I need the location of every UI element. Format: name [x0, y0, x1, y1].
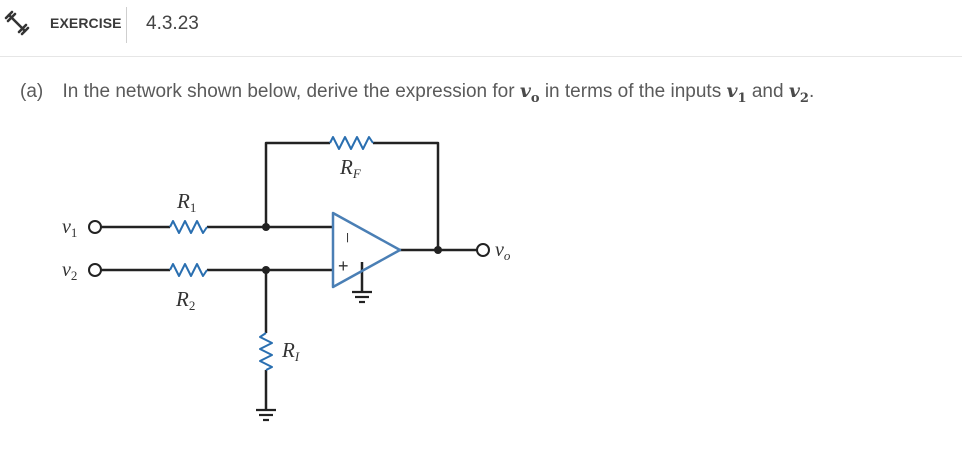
opamp-plus: +	[338, 256, 349, 276]
resistor-rf	[329, 136, 374, 150]
junction-output	[434, 246, 442, 254]
problem-statement: (a) In the network shown below, derive t…	[20, 80, 814, 106]
header-divider	[126, 7, 127, 43]
wire-feedback	[264, 141, 440, 250]
problem-text-1: In the network shown below, derive the e…	[62, 81, 515, 102]
output-variable: vo	[519, 80, 540, 106]
label-r1: R1	[176, 189, 196, 215]
label-vo: vo	[495, 239, 511, 263]
problem-text-2: in terms of the inputs	[544, 81, 722, 102]
resistor-r2	[169, 263, 208, 277]
exercise-label: EXERCISE	[50, 15, 122, 31]
input-variable-2: v2	[788, 80, 809, 106]
ground-ri	[256, 408, 276, 422]
label-ri: RI	[281, 338, 300, 364]
circuit-diagram: − + v1 v2 vo R1 R2 RF RI	[62, 136, 511, 422]
ground-opamp	[352, 290, 372, 304]
exercise-header: EXERCISE 4.3.23	[0, 0, 962, 57]
problem-text-4: .	[808, 81, 815, 102]
resistor-r1	[169, 220, 208, 234]
terminal-vo	[476, 243, 490, 257]
problem-text-3: and	[751, 81, 784, 102]
label-v2: v2	[62, 259, 77, 283]
input-variable-1: v1	[726, 80, 747, 106]
junction-noninverting	[262, 266, 270, 274]
part-label: (a)	[20, 81, 44, 102]
exercise-number: 4.3.23	[146, 13, 199, 34]
opamp-symbol	[331, 211, 402, 289]
label-rf: RF	[339, 155, 362, 181]
opamp-minus: −	[336, 232, 358, 243]
junction-inverting	[262, 223, 270, 231]
label-r2: R2	[175, 287, 195, 313]
terminal-v2	[88, 263, 102, 277]
dumbbell-icon	[4, 10, 30, 36]
terminal-v1	[88, 220, 102, 234]
resistor-ri	[259, 332, 273, 371]
label-v1: v1	[62, 216, 77, 240]
